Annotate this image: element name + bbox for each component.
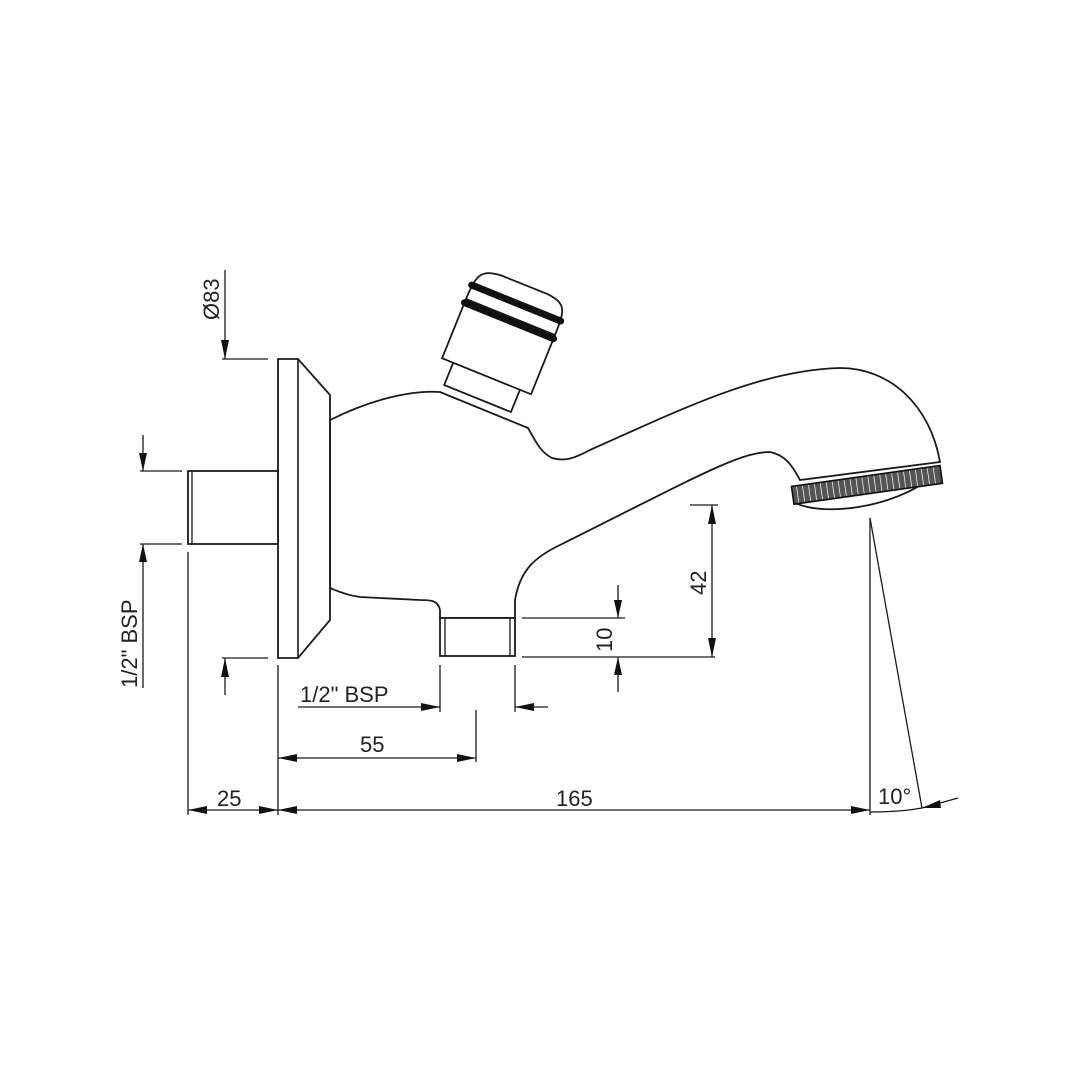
push-button (440, 272, 565, 414)
spray-head (790, 464, 944, 511)
dim-outlet-height: 10 (522, 585, 715, 692)
wall-flange (277, 358, 331, 659)
knurled-ring (790, 464, 944, 506)
button-ring-1 (468, 281, 565, 325)
spout-height-label: 42 (686, 571, 711, 595)
dim-spout-height: 42 (686, 504, 718, 657)
tap-body-outline (329, 367, 942, 619)
outlet-thread (439, 617, 516, 657)
inlet-thread-label: 1/2" BSP (117, 599, 142, 688)
outlet-height-label: 10 (592, 628, 617, 652)
dim-inlet-length: 25 (187, 552, 279, 815)
dim-flange-diameter: Ø83 (199, 270, 268, 695)
outlet-thread-label: 1/2" BSP (300, 682, 389, 707)
flange-diameter-label: Ø83 (199, 278, 224, 320)
inlet-length-label: 25 (217, 786, 241, 811)
dim-outlet-thread: 1/2" BSP (298, 665, 548, 712)
dim-inlet-thread: 1/2" BSP (117, 435, 182, 688)
dim-spray-angle: 10° (869, 517, 959, 813)
tap-body (187, 272, 944, 659)
dim-outlet-position: 55 (278, 710, 477, 762)
inlet-thread (187, 470, 279, 545)
spout-reach-label: 165 (556, 786, 593, 811)
button-ring-2 (461, 299, 558, 343)
dim-spout-reach: 165 (278, 518, 871, 815)
outlet-position-label: 55 (360, 732, 384, 757)
spray-angle-label: 10° (878, 784, 911, 809)
